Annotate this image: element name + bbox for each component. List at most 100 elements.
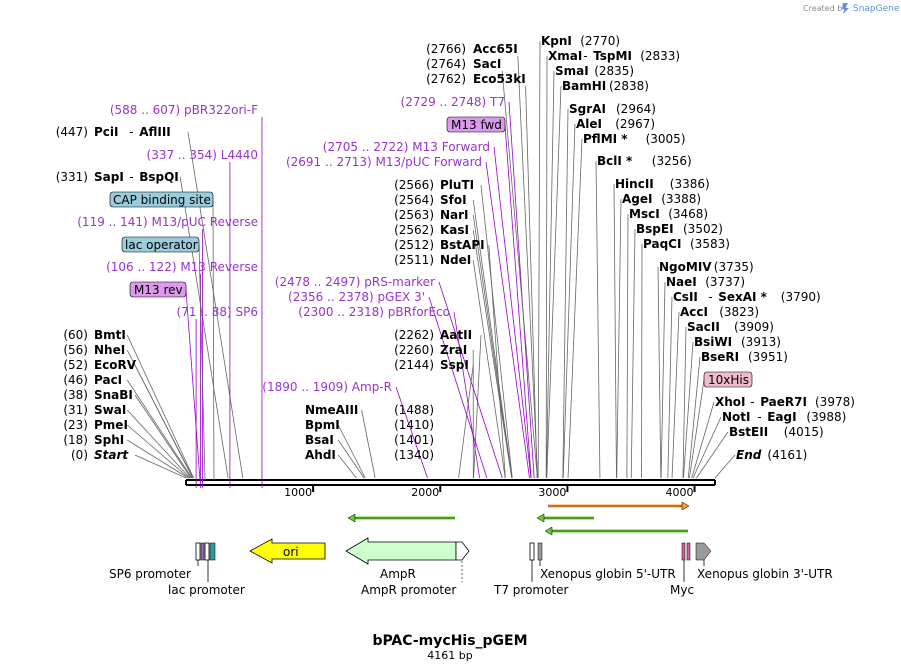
restriction-site-position: (331) [56, 170, 88, 184]
restriction-site-position: (0) [71, 448, 88, 462]
restriction-site-name: BspEI [636, 222, 674, 236]
credit-brand: SnapGene [853, 4, 900, 14]
restriction-site-name: EcoRV [94, 358, 137, 372]
restriction-site-position: (447) [56, 125, 88, 139]
site-labels: (447)PciI-AflIII(331)SapI-BspQI(60)BmtI(… [56, 34, 855, 462]
site-connector [660, 281, 666, 479]
restriction-site-position: (3988) [806, 410, 846, 424]
site-connector [472, 199, 513, 479]
site-connector [134, 454, 187, 479]
restriction-site-position: (2833) [640, 49, 680, 63]
restriction-site-position: (46) [63, 373, 88, 387]
m13-fwd-box: M13 fwd [446, 116, 506, 133]
separator: - [129, 170, 133, 184]
restriction-site-position: (31) [63, 403, 88, 417]
restriction-site-position: (3005) [646, 132, 686, 146]
restriction-site-name: SmaI [555, 64, 589, 78]
restriction-site-name: PaeR7I [760, 395, 807, 409]
restriction-site-position: (2512) [394, 238, 434, 252]
restriction-site-name: NheI [94, 343, 125, 357]
ampr-promoter-label: AmpR promoter [361, 583, 456, 597]
restriction-site-name: SacII [687, 320, 720, 334]
primer-connector [395, 386, 428, 479]
site-connector [480, 184, 513, 479]
backbone [185, 479, 716, 486]
site-connector [187, 131, 244, 479]
myc-label: Myc [670, 583, 694, 597]
restriction-site-position: (2762) [426, 72, 466, 86]
restriction-site-position: (2964) [616, 102, 656, 116]
site-connector [657, 266, 662, 479]
xenopus-3utr-feature [695, 542, 712, 561]
restriction-site-position: (3583) [690, 237, 730, 251]
restriction-site-position: (3909) [734, 320, 774, 334]
svg-text:AmpR: AmpR [380, 567, 416, 581]
restriction-site-position: (52) [63, 358, 88, 372]
restriction-site-position: (2967) [615, 117, 655, 131]
site-connector [134, 394, 192, 479]
restriction-site-position: (4015) [784, 425, 824, 439]
primer-label: (2729 .. 2748) T7 [401, 95, 505, 109]
restriction-site-name: MscI [629, 207, 660, 221]
tenxhis-box: 10xHis [703, 371, 753, 388]
primer-connector [485, 161, 530, 479]
feature-track: SP6 promoter lac promoter ori AmpR AmpR … [109, 537, 833, 597]
axis-tick-label: 3000 [538, 486, 566, 499]
site-connector [458, 364, 474, 479]
site-connector [567, 138, 583, 479]
restriction-site-position: (2563) [394, 208, 434, 222]
site-connector [126, 409, 191, 479]
restriction-site-name: SphI [94, 433, 124, 447]
site-connector [361, 409, 376, 479]
primer-connector [493, 146, 532, 479]
box-connector [185, 289, 201, 481]
site-connector [472, 214, 513, 479]
site-connector [472, 229, 513, 479]
restriction-site-position: (3737) [705, 275, 745, 289]
restriction-site-position: (56) [63, 343, 88, 357]
restriction-site-position: (3913) [741, 335, 781, 349]
restriction-site-name: AatII [440, 328, 472, 342]
primer-label: (106 .. 122) M13 Reverse [106, 260, 258, 274]
restriction-site-name: BspQI [139, 170, 179, 184]
site-connector [682, 326, 687, 479]
restriction-site-position: (2835) [594, 64, 634, 78]
primer-connector [428, 296, 488, 479]
m13-rev-feature [200, 542, 205, 561]
restriction-site-name: Acc65I [473, 42, 518, 56]
t7-promoter-feature [529, 542, 535, 561]
restriction-site-position: (1410) [394, 418, 434, 432]
restriction-site-name: SgrAI [569, 102, 606, 116]
separator: - [750, 395, 754, 409]
restriction-site-name: BsaI [305, 433, 334, 447]
restriction-site-name: BmtI [94, 328, 126, 342]
restriction-site-position: (1401) [394, 433, 434, 447]
restriction-site-name: AccI [680, 305, 708, 319]
restriction-site-position: (4161) [767, 448, 807, 462]
separator: - [129, 125, 133, 139]
primer-label: (2691 .. 2713) M13/pUC Forward [286, 155, 482, 169]
restriction-site-position: (3951) [748, 350, 788, 364]
lac-operator-box: lac operator [121, 236, 200, 253]
restriction-site-name: PacI [94, 373, 122, 387]
restriction-site-position: (3790) [781, 290, 821, 304]
credit-prefix: Created by [803, 4, 847, 13]
restriction-site-name: HincII [615, 177, 654, 191]
restriction-site-name: SspI [440, 358, 469, 372]
restriction-site-name: TspMI [593, 49, 632, 63]
restriction-site-position: (3735) [714, 260, 754, 274]
restriction-site-name: BclI * [597, 154, 633, 168]
site-connectors [126, 40, 736, 488]
site-connector [562, 108, 569, 479]
restriction-site-position: (18) [63, 433, 88, 447]
restriction-site-position: (23) [63, 418, 88, 432]
primer-label: (2705 .. 2722) M13 Forward [323, 140, 490, 154]
primer-label: (337 .. 354) L4440 [147, 148, 258, 162]
site-connector [337, 439, 365, 479]
svg-text:M13 rev: M13 rev [134, 283, 183, 297]
site-connector [337, 454, 357, 479]
restriction-site-position: (2766) [426, 42, 466, 56]
restriction-site-name: NdeI [440, 253, 471, 267]
site-connector [683, 341, 694, 479]
axis-tick-label: 2000 [411, 486, 439, 499]
